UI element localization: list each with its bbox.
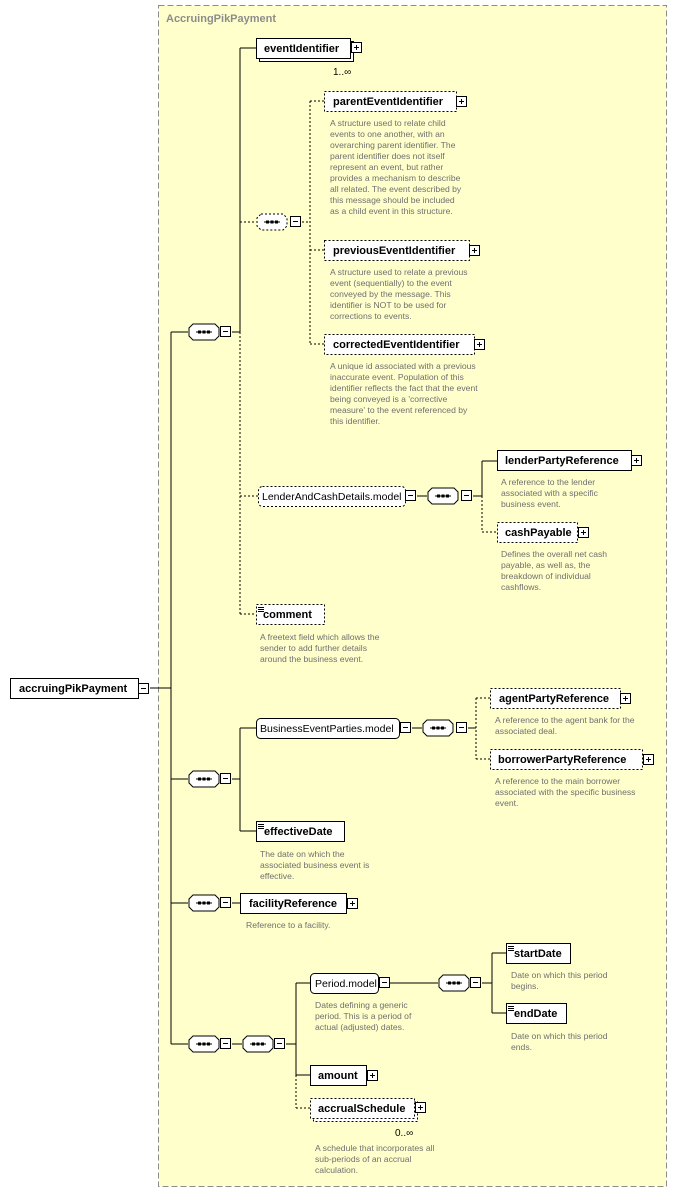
sequence-compositor-2[interactable] — [188, 770, 231, 788]
element-endDate[interactable]: endDate — [506, 1003, 567, 1024]
desc-cashPayable: Defines the overall net cash payable, as… — [501, 549, 608, 592]
desc-facilityReference: Reference to a facility. — [246, 920, 331, 930]
simple-type-icon — [258, 824, 264, 829]
sequence-compositor-4[interactable] — [188, 1035, 231, 1053]
svg-text:BusinessEventParties.model: BusinessEventParties.model — [260, 723, 394, 735]
element-startDate[interactable]: startDate — [506, 943, 571, 964]
svg-text:lenderPartyReference: lenderPartyReference — [505, 455, 619, 467]
expand-plus-icon[interactable] — [367, 1070, 378, 1081]
group-box — [158, 5, 667, 1187]
expand-plus-icon[interactable] — [578, 527, 589, 538]
group-ref-Period[interactable]: Period.model — [310, 973, 390, 994]
simple-type-icon — [258, 607, 264, 612]
element-parentEventIdentifier[interactable]: parentEventIdentifier — [324, 91, 467, 112]
group-ref-BusinessEventParties[interactable]: BusinessEventParties.model — [256, 718, 411, 739]
collapse-minus-icon[interactable] — [274, 1038, 285, 1049]
svg-text:accruingPikPayment: accruingPikPayment — [19, 683, 128, 695]
svg-text:eventIdentifier: eventIdentifier — [264, 43, 340, 55]
svg-text:cashPayable: cashPayable — [505, 527, 572, 539]
simple-type-icon — [508, 1006, 514, 1011]
desc-agentPartyReference: A reference to the agent bank for the as… — [495, 715, 635, 736]
expand-plus-icon[interactable] — [631, 455, 642, 466]
element-borrowerPartyReference[interactable]: borrowerPartyReference — [490, 749, 654, 770]
svg-text:accrualSchedule: accrualSchedule — [318, 1103, 405, 1115]
expand-plus-icon[interactable] — [415, 1102, 426, 1113]
desc-comment: A freetext field which allows the sender… — [260, 632, 380, 664]
collapse-minus-icon[interactable] — [220, 897, 231, 908]
desc-correctedEventIdentifier: A unique id associated with a previous i… — [330, 361, 478, 426]
collapse-minus-icon[interactable] — [461, 490, 472, 501]
desc-periodModel: Dates defining a generic period. This is… — [315, 1000, 412, 1032]
sequence-compositor-optional[interactable] — [256, 213, 301, 231]
desc-endDate: Date on which this period ends. — [511, 1031, 608, 1052]
svg-text:LenderAndCashDetails.model: LenderAndCashDetails.model — [262, 491, 402, 503]
element-effectiveDate[interactable]: effectiveDate — [256, 821, 345, 842]
expand-plus-icon[interactable] — [456, 96, 467, 107]
root-element-accruingPikPayment[interactable]: accruingPikPayment — [10, 678, 149, 699]
svg-text:startDate: startDate — [514, 948, 562, 960]
svg-text:endDate: endDate — [514, 1008, 557, 1020]
collapse-minus-icon[interactable] — [456, 722, 467, 733]
collapse-minus-icon[interactable] — [470, 977, 481, 988]
svg-text:previousEventIdentifier: previousEventIdentifier — [333, 245, 456, 257]
collapse-minus-icon[interactable] — [290, 216, 301, 227]
element-comment[interactable]: comment — [256, 604, 325, 625]
desc-borrowerPartyReference: A reference to the main borrower associa… — [495, 776, 636, 808]
svg-text:facilityReference: facilityReference — [249, 898, 337, 910]
element-accrualSchedule[interactable]: accrualSchedule — [310, 1098, 426, 1122]
svg-text:borrowerPartyReference: borrowerPartyReference — [498, 754, 626, 766]
collapse-minus-icon[interactable] — [138, 683, 149, 694]
collapse-minus-icon[interactable] — [400, 722, 411, 733]
collapse-minus-icon[interactable] — [220, 773, 231, 784]
occurs-eventIdentifier: 1..∞ — [333, 67, 351, 78]
sequence-compositor-lender[interactable] — [427, 487, 472, 505]
element-amount[interactable]: amount — [310, 1065, 378, 1086]
svg-text:amount: amount — [318, 1070, 358, 1082]
collapse-minus-icon[interactable] — [220, 326, 231, 337]
expand-plus-icon[interactable] — [347, 898, 358, 909]
occurs-accrualSchedule: 0..∞ — [395, 1128, 413, 1139]
element-eventIdentifier[interactable]: eventIdentifier — [256, 38, 362, 62]
collapse-minus-icon[interactable] — [405, 490, 416, 501]
desc-accrualSchedule: A schedule that incorporates all sub-per… — [315, 1143, 435, 1175]
sequence-compositor-period[interactable] — [438, 974, 481, 992]
element-previousEventIdentifier[interactable]: previousEventIdentifier — [324, 240, 480, 261]
desc-previousEventIdentifier: A structure used to relate a previous ev… — [330, 267, 468, 321]
expand-plus-icon[interactable] — [469, 245, 480, 256]
desc-parentEventIdentifier: A structure used to relate child events … — [330, 118, 462, 216]
simple-type-icon — [508, 946, 514, 951]
sequence-compositor-1[interactable] — [188, 323, 231, 341]
desc-startDate: Date on which this period begins. — [511, 970, 608, 991]
svg-text:correctedEventIdentifier: correctedEventIdentifier — [333, 339, 460, 351]
svg-text:parentEventIdentifier: parentEventIdentifier — [333, 96, 444, 108]
sequence-compositor-5[interactable] — [242, 1035, 285, 1053]
element-cashPayable[interactable]: cashPayable — [497, 522, 589, 543]
sequence-compositor-parties[interactable] — [422, 719, 467, 737]
expand-plus-icon[interactable] — [643, 754, 654, 765]
element-lenderPartyReference[interactable]: lenderPartyReference — [497, 450, 642, 471]
expand-plus-icon[interactable] — [474, 339, 485, 350]
group-title: AccruingPikPayment — [166, 13, 276, 25]
svg-text:agentPartyReference: agentPartyReference — [499, 693, 609, 705]
svg-text:comment: comment — [263, 609, 312, 621]
svg-text:Period.model: Period.model — [315, 978, 377, 990]
expand-plus-icon[interactable] — [351, 42, 362, 53]
element-facilityReference[interactable]: facilityReference — [240, 893, 358, 914]
group-ref-LenderAndCashDetails[interactable]: LenderAndCashDetails.model — [258, 486, 416, 507]
expand-plus-icon[interactable] — [620, 693, 631, 704]
sequence-compositor-3[interactable] — [188, 894, 231, 912]
collapse-minus-icon[interactable] — [379, 977, 390, 988]
desc-effectiveDate: The date on which the associated busines… — [260, 849, 370, 881]
collapse-minus-icon[interactable] — [220, 1038, 231, 1049]
element-correctedEventIdentifier[interactable]: correctedEventIdentifier — [324, 334, 485, 355]
svg-text:effectiveDate: effectiveDate — [264, 826, 332, 838]
element-agentPartyReference[interactable]: agentPartyReference — [490, 688, 631, 709]
desc-lenderPartyReference: A reference to the lender associated wit… — [501, 477, 598, 509]
